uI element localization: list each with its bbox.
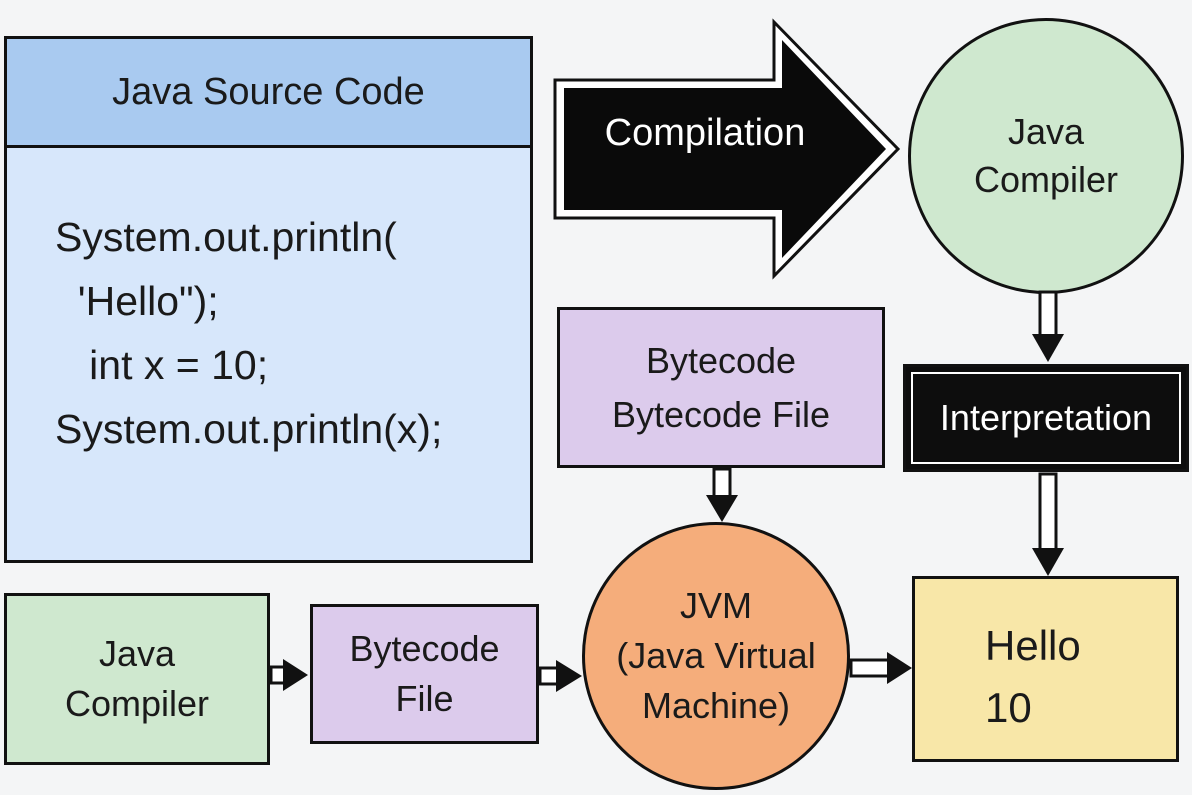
arrow-bytecode-to-jvm (706, 467, 738, 522)
compilation-label: Compilation (604, 112, 806, 154)
interpretation-inner: Interpretation (911, 372, 1181, 464)
code-line: int x = 10; (55, 342, 269, 388)
bytecode-file-node: Bytecode Bytecode File (557, 307, 885, 468)
output-line: 10 (985, 684, 1032, 731)
jvm-line2: (Java Virtual (616, 635, 816, 676)
jvm-node: JVM (Java Virtual Machine) (582, 522, 850, 790)
program-output: Hello 10 (985, 615, 1081, 739)
bytecode-file-box: Bytecode File (310, 604, 539, 744)
source-code-title: Java Source Code (112, 70, 425, 113)
bytecode-bottom-line2: File (395, 678, 454, 719)
source-code-panel: Java Source Code System.out.println( 'He… (4, 36, 533, 563)
arrow-compiler-to-interpretation (1032, 290, 1064, 362)
jvm-line1: JVM (680, 585, 752, 626)
compiler-box-line2: Compiler (64, 683, 210, 724)
arrow-jvm-to-output (849, 652, 912, 684)
code-line: System.out.println( (55, 214, 397, 260)
output-line: Hello (985, 622, 1081, 669)
bytecode-bottom-line1: Bytecode (349, 628, 500, 669)
arrow-interpretation-to-output (1032, 472, 1064, 576)
bytecode-line1: Bytecode (645, 339, 797, 381)
source-code-block: System.out.println( 'Hello"); int x = 10… (55, 205, 442, 461)
interpretation-label: Interpretation (939, 397, 1153, 438)
interpretation-node: Interpretation (903, 364, 1189, 472)
java-compiler-box: Java Compiler (4, 593, 270, 765)
arrow-bytecode-to-jvm-bottom (538, 660, 582, 692)
compiler-box-line1: Java (98, 633, 176, 674)
code-line: 'Hello"); (55, 278, 219, 324)
java-compiler-node: Java Compiler (908, 18, 1184, 294)
jvm-line3: Machine) (641, 685, 791, 726)
source-code-header: Java Source Code (7, 39, 530, 148)
java-compiler-line1: Java (1007, 111, 1085, 152)
code-line: System.out.println(x); (55, 406, 443, 452)
arrow-compiler-to-bytecode (269, 659, 308, 691)
java-compiler-line2: Compiler (973, 159, 1119, 200)
program-output-box: Hello 10 (912, 576, 1179, 762)
bytecode-line2: Bytecode File (611, 393, 831, 435)
compilation-arrow (553, 18, 901, 280)
